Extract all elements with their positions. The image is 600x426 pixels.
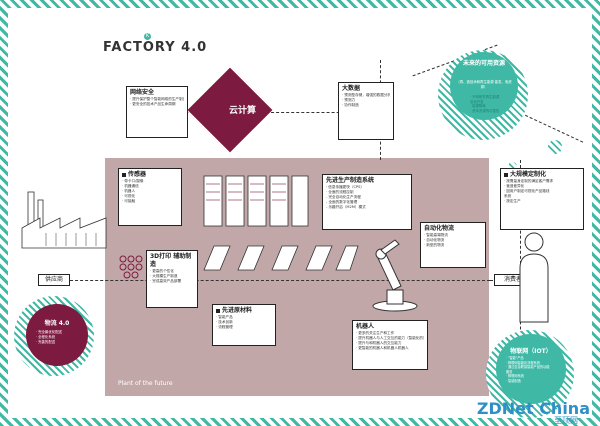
3d-printing-box: 3D打印 辅助制造 · 更高的个性化 · 大规模生产制造 · 完成高效产品部署 — [146, 250, 198, 308]
sensors-title: 传感器 — [122, 171, 178, 179]
sensors-box: 传感器 · 带卡口/摄像 · 机器通信 · 机器人 · 可视化 · 可接触 — [118, 168, 182, 226]
factory-illustration — [21, 191, 107, 249]
cloud-computing-label: 云计算 — [228, 106, 256, 116]
big-data-box: 大数据 · 预测型存储，增强的数据分析能力 · 预测力 · 协作制造 — [338, 82, 394, 140]
logistics-list: · 完全最优化配送 · 全程化系统 · 完善的配送 — [36, 330, 62, 344]
advanced-manufacturing-box: 先进生产制造系统 · 信息传播更快（CPS） · 全面的流程控制 - 完全自动化… — [322, 174, 412, 230]
hatched-dot — [548, 140, 562, 154]
logistics-title: 物流 4.0 — [44, 320, 70, 327]
mass-customization-box: 大规模定制化 · 按需量身定制的满足客户需求 · 营造差异化 · 因用户制定可视… — [500, 168, 584, 230]
iot-circle — [496, 334, 566, 404]
hatched-dot — [508, 162, 517, 171]
future-resources-list: · 不停研究再生能源 变化开发 · 能源降耗 · 资本资源的可靠性 — [470, 95, 500, 113]
watermark-sub: 至顶网 — [554, 416, 578, 425]
consumer-silhouette — [519, 232, 549, 323]
network-security-title: 网络安全 — [130, 89, 155, 96]
material-dots — [119, 255, 143, 279]
iot-title: 物联网（IOT） — [510, 348, 552, 355]
advanced-materials-box: 先进原材料 · 智能产品 · 技术创新 · 流程管理 — [212, 304, 276, 346]
server-racks-illustration — [203, 175, 309, 227]
supply-line — [60, 280, 490, 281]
future-resources-circle — [450, 52, 518, 120]
3d-printing-title: 3D打印 辅助制造 — [150, 253, 192, 268]
supplier-label: 供应商 — [38, 274, 70, 286]
robots-box: 机器人 · 更多的关注生产和工作 · 提升机器人与人工交互的能力（智能化的） ·… — [352, 320, 428, 370]
watermark-logo: ZDNet China — [476, 399, 590, 418]
auto-logistics-title: 自动化物流 — [424, 225, 455, 232]
plant-label: Plant of the future — [118, 380, 173, 387]
mass-customization-title: 大规模定制化 — [504, 171, 580, 179]
big-data-title: 大数据 — [342, 85, 361, 92]
future-resources-subtitle: （再、造技术和再生能源 能发、电资源） — [456, 80, 512, 89]
page-title: FACTORY 4.0 — [103, 40, 208, 55]
advanced-manufacturing-title: 先进生产制造系统 — [326, 177, 375, 184]
iot-list: · "智能"产品 · 物联网智能化流程系统 · 通过信息联接智能产品的功能 服务… — [506, 356, 550, 383]
future-resources-title: 未来的可用资源 — [462, 60, 505, 67]
robot-arm-illustration — [372, 239, 418, 312]
robots-title: 机器人 — [356, 323, 375, 330]
advanced-materials-title: 先进原材料 — [216, 307, 272, 315]
network-security-box: 网络安全 · 提升保护整个智能网络的生产制造 · 更安全的技术产品生命周期 — [126, 86, 188, 138]
title-badge: K — [144, 33, 151, 40]
logistics-circle — [26, 304, 88, 366]
auto-logistics-box: 自动化物流 · 智能高端物流 · 自动化物流 · 新型的物流 — [420, 222, 486, 268]
product-sheets — [203, 245, 359, 271]
